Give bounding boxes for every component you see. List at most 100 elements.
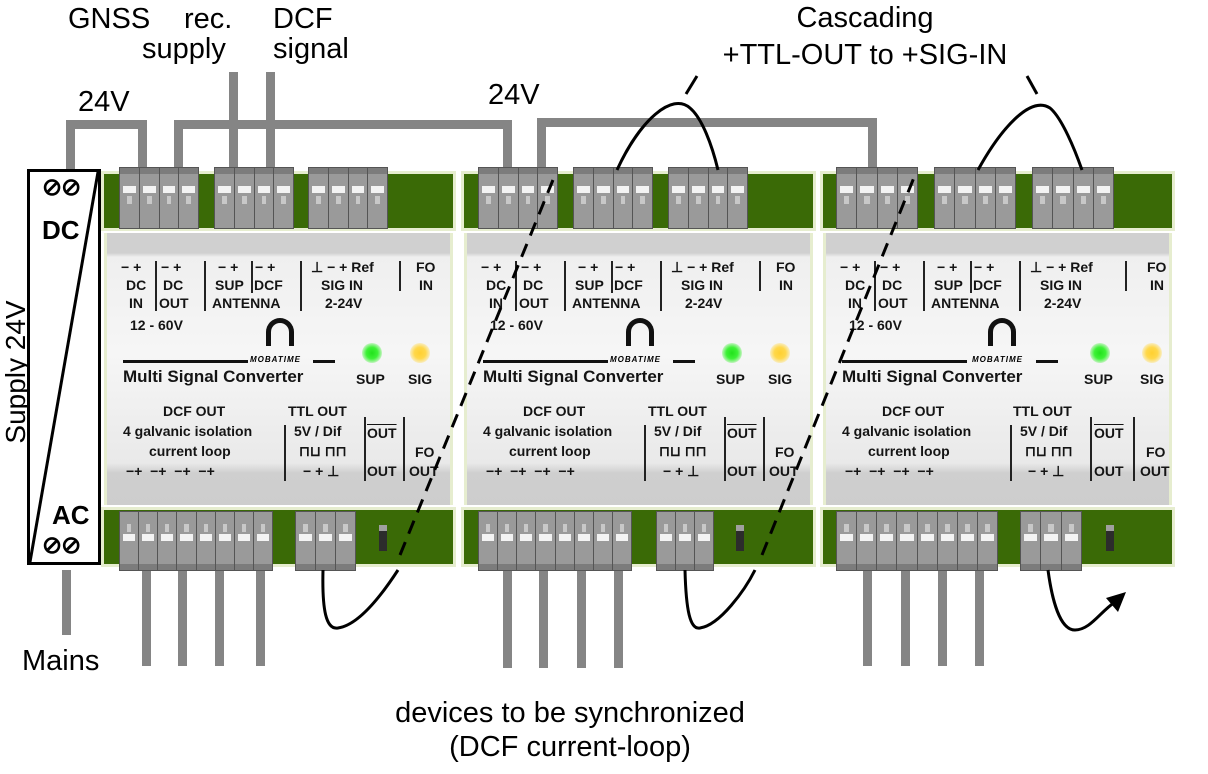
separator	[155, 261, 157, 311]
ttl-level-label: 5V / Dif	[654, 423, 702, 439]
module-faceplate	[104, 233, 453, 505]
psu-dc-label: DC	[42, 215, 80, 245]
fo-out-label-fo: FO	[415, 444, 435, 460]
dip-switch[interactable]	[736, 525, 744, 551]
terminal-ttl-out[interactable]	[295, 511, 356, 571]
ttl-out-label: TTL OUT	[1013, 403, 1072, 419]
wire-device-4	[256, 570, 265, 666]
separator	[364, 417, 366, 481]
dip-switch[interactable]	[379, 525, 387, 551]
gnss-caption: GNSS	[68, 3, 151, 35]
cascading-pointer-right	[1025, 75, 1039, 95]
current-loop-label: current loop	[509, 443, 591, 459]
sig-led-indicator	[1142, 343, 1162, 363]
sup-led-label: SUP	[716, 371, 745, 387]
module-1: − + DC IN − + DC OUT 12 - 60V − + SUP − …	[101, 167, 456, 575]
terminal-antenna[interactable]	[573, 167, 653, 229]
voltage-range: 12 - 60V	[849, 317, 902, 333]
out-label: OUT	[727, 463, 757, 479]
dip-switch[interactable]	[1106, 525, 1114, 551]
brand-label: MOBATIME	[972, 355, 1023, 364]
dcf-out-polarities: −+ −+ −+ −+	[486, 463, 575, 479]
dcf-polarity: − +	[255, 259, 276, 275]
terminal-dcf-out[interactable]	[478, 511, 632, 571]
terminal-ttl-out[interactable]	[656, 511, 714, 571]
sup-led-indicator	[362, 343, 382, 363]
dc-out-label-out: OUT	[159, 295, 189, 311]
ttl-pulse-icon: ⊓⊔ ⊓⊓	[1025, 443, 1073, 459]
separator	[724, 417, 726, 481]
cascade-cable-module2-top	[615, 102, 720, 171]
ttl-out-label: TTL OUT	[648, 403, 707, 419]
cascade-arrow-icon	[1106, 592, 1126, 612]
ttl-level-label: 5V / Dif	[1020, 423, 1068, 439]
voltage-range: 12 - 60V	[130, 317, 183, 333]
terminal-ttl-out[interactable]	[1020, 511, 1082, 571]
sup-polarity: − +	[937, 259, 958, 275]
rec-supply-caption-line2: supply	[142, 33, 226, 65]
dcf-label: DCF	[973, 277, 1002, 293]
dcf-signal-caption-line2: signal	[273, 33, 349, 65]
dcf-signal-caption-line1: DCF	[273, 3, 333, 35]
title-rule-left	[842, 360, 967, 363]
out-inverted-label: OUT	[1094, 425, 1124, 441]
terminal-sig-in[interactable]	[308, 167, 388, 229]
sup-label: SUP	[934, 277, 963, 293]
terminal-antenna[interactable]	[214, 167, 294, 229]
sup-led-label: SUP	[1084, 371, 1113, 387]
sup-led-indicator	[722, 343, 742, 363]
wire-device-9	[863, 570, 872, 666]
cascade-cable-module1-bottom	[321, 569, 400, 630]
mobatime-logo-icon	[988, 318, 1016, 346]
terminal-sig-in[interactable]	[1032, 167, 1114, 229]
dcf-out-label: DCF OUT	[523, 403, 586, 419]
brand-label: MOBATIME	[610, 355, 661, 364]
fo-out-label-fo: FO	[775, 444, 795, 460]
cascade-cable-module3-bottom	[1046, 569, 1116, 632]
cascading-pointer-left	[684, 75, 699, 95]
wire-mains	[62, 570, 71, 635]
sig-in-range: 2-24V	[1044, 295, 1082, 311]
sup-label: SUP	[215, 277, 244, 293]
wire-dc-out-drop	[174, 120, 183, 172]
dc-in-polarity: − +	[481, 259, 502, 275]
terminal-dc-in-out[interactable]	[119, 167, 199, 229]
module-title: Multi Signal Converter	[123, 367, 304, 386]
ttl-level-label: 5V / Dif	[294, 423, 342, 439]
terminal-dcf-out[interactable]	[119, 511, 273, 571]
antenna-label: ANTENNA	[931, 295, 1000, 311]
dcf-out-polarities: −+ −+ −+ −+	[845, 463, 934, 479]
title-rule-left	[483, 360, 608, 363]
voltage-range: 12 - 60V	[490, 317, 543, 333]
fo-out-label-out: OUT	[409, 463, 439, 479]
dc-out-polarity: − +	[521, 259, 542, 275]
dcf-polarity: − +	[974, 259, 995, 275]
dc-out-polarity: − +	[880, 259, 901, 275]
terminal-dc-in-out[interactable]	[836, 167, 918, 229]
terminal-dc-in-out[interactable]	[478, 167, 558, 229]
fo-out-label-out: OUT	[769, 463, 799, 479]
current-loop-label: current loop	[149, 443, 231, 459]
fo-out-label-out: OUT	[1140, 463, 1170, 479]
cascading-caption-line2: +TTL-OUT to +SIG-IN	[722, 39, 1008, 71]
cascade-cable-module3-top	[976, 103, 1084, 171]
devices-caption-line1: devices to be synchronized	[395, 697, 745, 729]
fo-in-label-in: IN	[779, 277, 793, 293]
power-supply-unit: ⊘⊘ DC AC ⊘⊘	[27, 169, 101, 565]
sig-in-label: SIG IN	[1040, 277, 1083, 293]
separator	[1010, 425, 1012, 481]
out-inverted-label: OUT	[367, 425, 397, 441]
module-3: − + DC IN − + DC OUT 12 - 60V − + SUP − …	[820, 167, 1175, 575]
module-title: Multi Signal Converter	[483, 367, 664, 386]
separator	[763, 417, 765, 481]
wire-module2-dc-in	[503, 120, 512, 172]
24v-caption-left: 24V	[78, 86, 130, 118]
sig-in-label: SIG IN	[321, 277, 364, 293]
sup-polarity: − +	[578, 259, 599, 275]
cascading-caption-line1: Cascading	[796, 2, 934, 34]
terminal-dcf-out[interactable]	[836, 511, 998, 571]
terminal-sig-in[interactable]	[668, 167, 748, 229]
terminal-antenna[interactable]	[934, 167, 1016, 229]
sup-led-indicator	[1090, 343, 1110, 363]
dcf-out-polarities: −+ −+ −+ −+	[126, 463, 215, 479]
